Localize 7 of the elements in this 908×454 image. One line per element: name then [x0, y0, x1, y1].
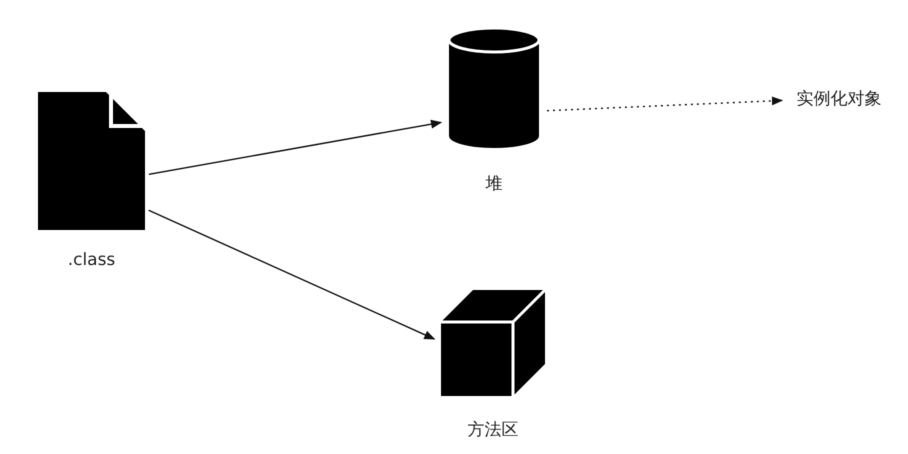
arrow [148, 120, 442, 175]
arrow [148, 210, 436, 340]
node-label: 实例化对象 [796, 88, 882, 110]
node-label: .class [68, 250, 116, 270]
node-label: 方法区 [468, 419, 518, 441]
node-label: 堆 [486, 173, 502, 195]
arrow [546, 96, 784, 112]
